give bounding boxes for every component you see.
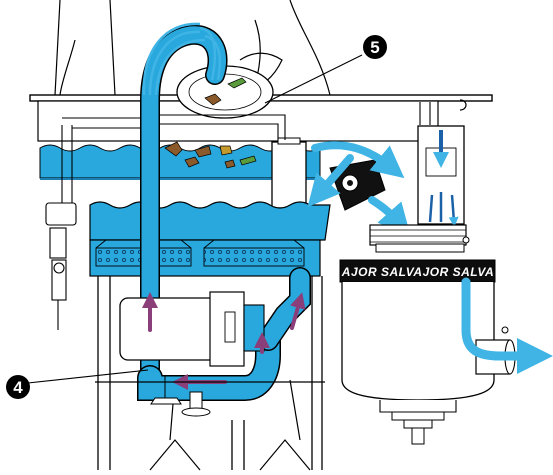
callout-5: 5 — [265, 35, 387, 103]
disposer-unit: AJOR SALVAJOR SALVA — [340, 225, 515, 444]
brand-band-text: AJOR SALVAJOR SALVA — [341, 265, 494, 279]
lower-sink-basin — [90, 202, 330, 276]
callout-5-label: 5 — [370, 38, 379, 57]
callout-4: 4 — [6, 370, 148, 399]
callout-4-label: 4 — [13, 378, 23, 397]
spray-nozzle-box — [272, 138, 306, 208]
flush-pump-box — [418, 126, 464, 224]
